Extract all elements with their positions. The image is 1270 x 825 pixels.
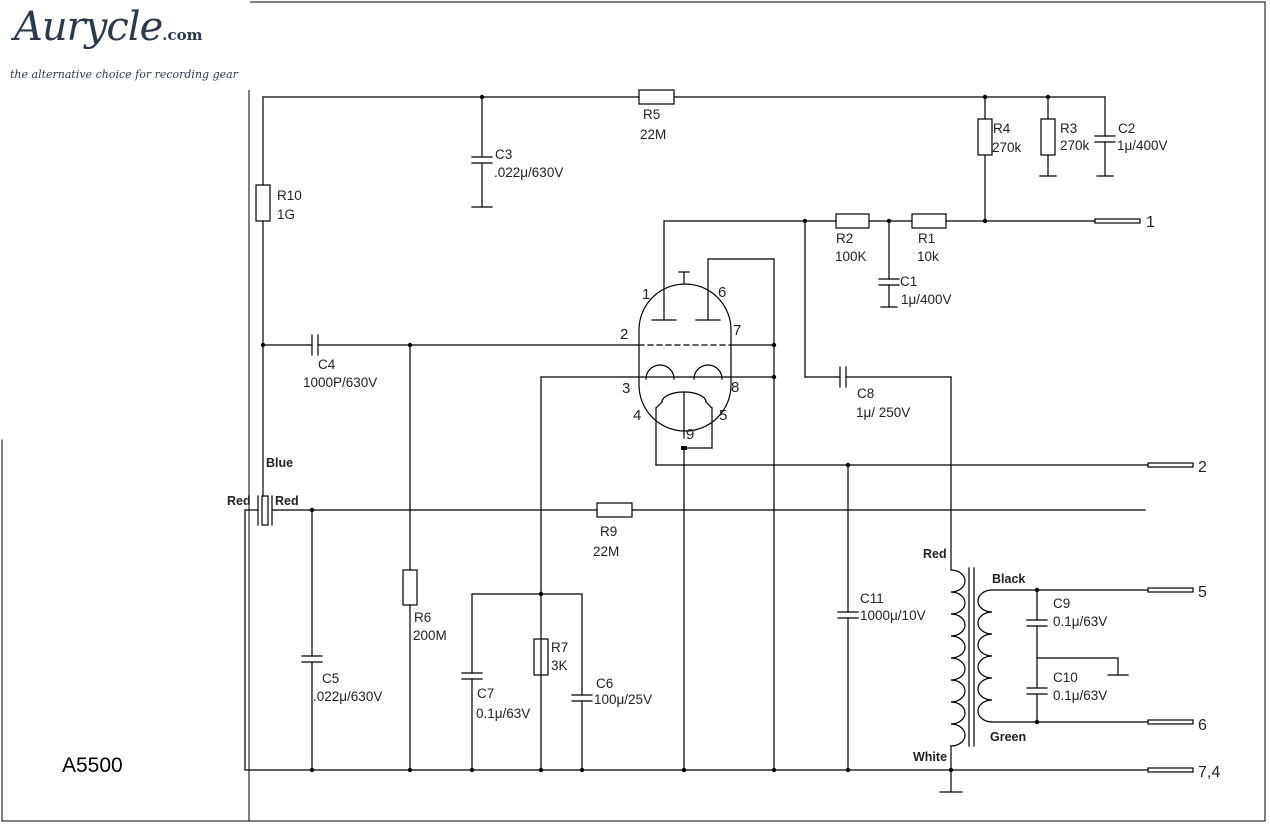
c8-value: 1μ/ 250V <box>856 405 910 420</box>
c6-value: 100μ/25V <box>594 692 652 707</box>
transformer-secondary <box>977 589 993 723</box>
wire-green-label: Green <box>990 730 1026 744</box>
c11-ref: C11 <box>860 591 884 606</box>
tube-envelope <box>638 283 732 432</box>
tube-pin-5: 5 <box>719 407 727 424</box>
wire-white-label: White <box>913 750 947 764</box>
logo-tagline: the alternative choice for recording gea… <box>10 68 238 81</box>
c1-value: 1μ/400V <box>901 292 952 307</box>
c5-value: .022μ/630V <box>313 689 382 704</box>
c2-value: 1μ/400V <box>1117 138 1168 153</box>
terminal-7-4-label: 7,4 <box>1198 764 1220 781</box>
tube-pin-3: 3 <box>622 380 630 397</box>
r7-value: 3K <box>551 658 568 673</box>
wire-red-primary-label: Red <box>923 547 947 561</box>
c11-value: 1000μ/10V <box>860 608 926 623</box>
r9-resistor <box>596 502 633 518</box>
c7-value: 0.1μ/63V <box>476 706 530 721</box>
r10-value: 1G <box>277 207 295 222</box>
r2-resistor <box>835 213 870 229</box>
c8-ref: C8 <box>857 386 874 401</box>
r2-value: 100K <box>835 249 867 264</box>
capsule-diaphragm <box>261 495 269 526</box>
r7-resistor <box>533 638 549 676</box>
c6-ref: C6 <box>596 676 613 691</box>
c2-ref: C2 <box>1118 121 1135 136</box>
wire-blue-label: Blue <box>266 456 293 470</box>
r4-value: 270k <box>992 140 1022 155</box>
r9-value: 22M <box>593 544 619 559</box>
terminal-6-label: 6 <box>1198 717 1207 734</box>
c10-ref: C10 <box>1053 670 1078 685</box>
c4-ref: C4 <box>318 357 336 372</box>
terminal-2-label: 2 <box>1198 459 1207 476</box>
terminal-1 <box>1094 218 1141 224</box>
c4-value: 1000P/630V <box>303 375 377 390</box>
c10-value: 0.1μ/63V <box>1053 688 1107 703</box>
tube-pin-7: 7 <box>733 322 741 339</box>
tube-pin-6: 6 <box>718 284 726 301</box>
tube-pin-9: 9 <box>686 426 694 443</box>
r5-resistor <box>638 89 675 105</box>
terminal-6 <box>1147 719 1194 725</box>
c9-ref: C9 <box>1053 596 1070 611</box>
terminal-1-label: 1 <box>1146 214 1155 231</box>
r2-ref: R2 <box>836 231 853 246</box>
c1-ref: C1 <box>900 274 917 289</box>
r6-resistor <box>402 569 418 606</box>
c9-value: 0.1μ/63V <box>1053 614 1107 629</box>
r1-value: 10k <box>917 249 939 264</box>
r6-ref: R6 <box>414 610 431 625</box>
model-number: A5500 <box>62 754 123 777</box>
c3-ref: C3 <box>495 147 512 162</box>
tube-pin-8: 8 <box>731 379 739 396</box>
tube-pin-1: 1 <box>642 286 650 303</box>
r5-ref: R5 <box>643 107 660 122</box>
r3-ref: R3 <box>1060 121 1077 136</box>
r9-ref: R9 <box>600 524 617 539</box>
terminal-2 <box>1147 462 1194 468</box>
c3-value: .022μ/630V <box>494 165 563 180</box>
c5-ref: C5 <box>322 671 339 686</box>
wire-red-right-label: Red <box>275 494 299 508</box>
r3-value: 270k <box>1060 138 1090 153</box>
transformer-primary <box>950 569 966 747</box>
r4-resistor <box>977 118 993 156</box>
r10-ref: R10 <box>277 188 302 203</box>
wire-red-left-label: Red <box>227 494 251 508</box>
c7-ref: C7 <box>477 686 494 701</box>
r10-resistor <box>255 184 271 222</box>
r5-value: 22M <box>640 127 666 142</box>
tube-pin-2: 2 <box>620 326 628 343</box>
terminal-5 <box>1147 587 1194 593</box>
terminal-7-4 <box>1147 767 1194 773</box>
r4-ref: R4 <box>993 121 1011 136</box>
r3-resistor <box>1040 118 1056 156</box>
r6-value: 200M <box>413 628 447 643</box>
r1-resistor <box>911 213 947 229</box>
logo: Aurycle.com the alternative choice for r… <box>0 0 250 90</box>
r7-ref: R7 <box>551 640 568 655</box>
logo-wordmark: Aurycle.com <box>14 4 203 50</box>
tube-pin-4: 4 <box>633 407 641 424</box>
wire-black-label: Black <box>992 572 1025 586</box>
r1-ref: R1 <box>918 231 935 246</box>
terminal-5-label: 5 <box>1198 584 1207 601</box>
